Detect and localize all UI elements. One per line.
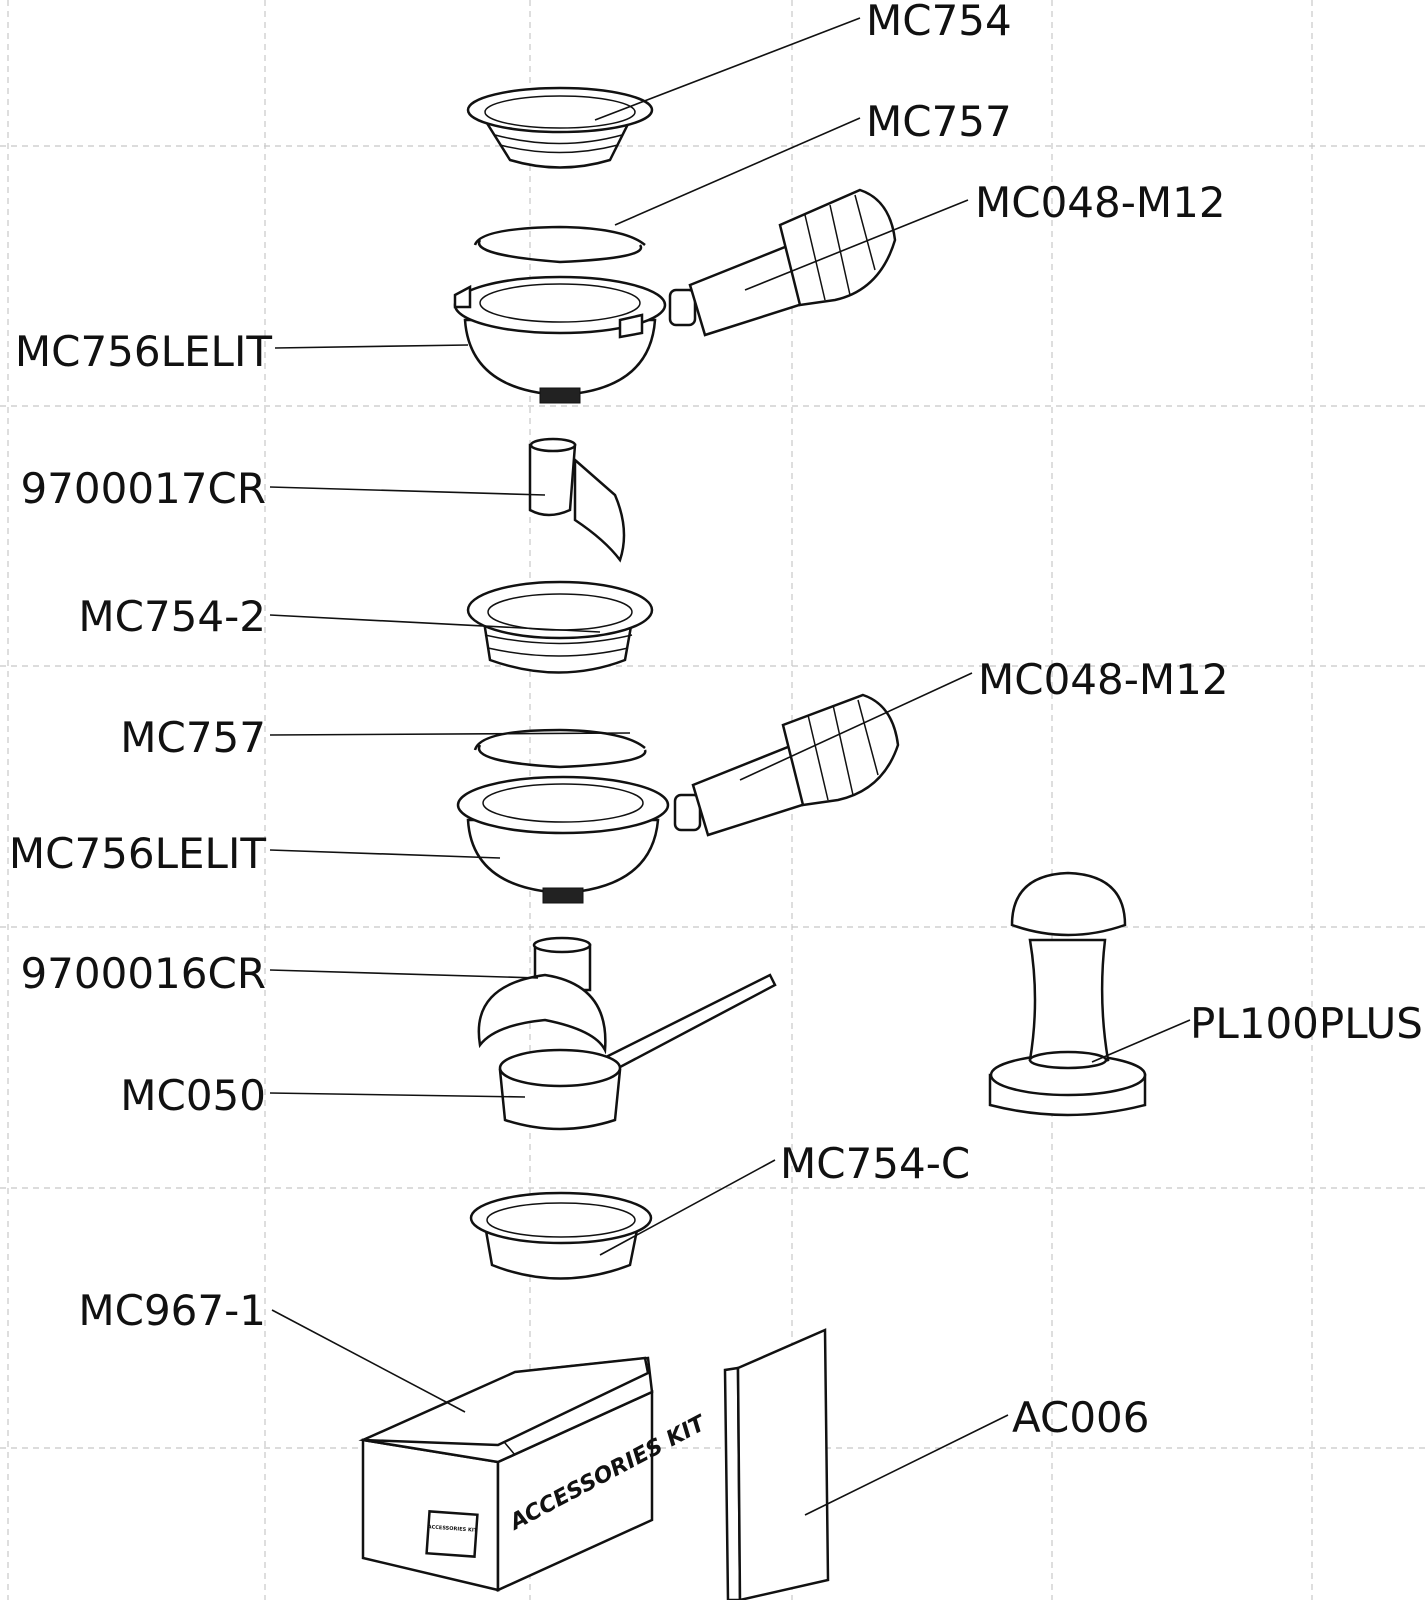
label-mc757-top: MC757 [866,97,1012,146]
label-mc754: MC754 [866,0,1012,45]
box-sticker-text: ACCESSORIES KIT [427,1524,477,1533]
part-mc754-c-basket [469,1191,653,1280]
leader-lines [269,17,1191,1516]
label-mc048-m12-bottom: MC048-M12 [978,655,1229,704]
part-pl100plus-tamper [988,871,1147,1117]
part-mc754-2-basket [466,580,654,674]
part-mc756lelit-portafilter [453,275,667,404]
part-mc048-m12-handle-bottom [673,693,900,837]
part-ac006-card [723,1328,830,1600]
label-mc754-c: MC754-C [780,1139,970,1188]
label-mc756lelit-bottom: MC756LELIT [9,829,266,878]
label-mc756lelit-top: MC756LELIT [15,327,272,376]
part-mc048-m12-handle-top [668,188,897,337]
part-mc757-spring-2 [473,728,647,769]
label-9700017cr: 9700017CR [20,464,266,513]
label-mc967-1: MC967-1 [78,1286,266,1335]
part-mc967-1-box: ACCESSORIES KIT ACCESSORIES KIT [358,1356,711,1592]
label-pl100plus: PL100PLUS [1190,999,1423,1048]
part-9700017cr-spout [528,437,626,563]
label-mc757-bottom: MC757 [120,713,266,762]
label-mc048-m12-top: MC048-M12 [975,178,1226,227]
part-mc050-scoop [498,973,777,1131]
label-mc050: MC050 [120,1071,266,1120]
part-labels: MC754 MC757 MC048-M12 MC756LELIT 9700017… [9,0,1423,1442]
label-ac006: AC006 [1012,1393,1149,1442]
label-9700016cr: 9700016CR [20,949,266,998]
part-mc757-spring [473,225,646,264]
part-9700016cr-spout [477,936,607,1055]
part-mc756lelit-portafilter-2 [456,775,670,904]
label-mc754-2: MC754-2 [78,592,266,641]
part-mc754-basket [466,86,654,169]
